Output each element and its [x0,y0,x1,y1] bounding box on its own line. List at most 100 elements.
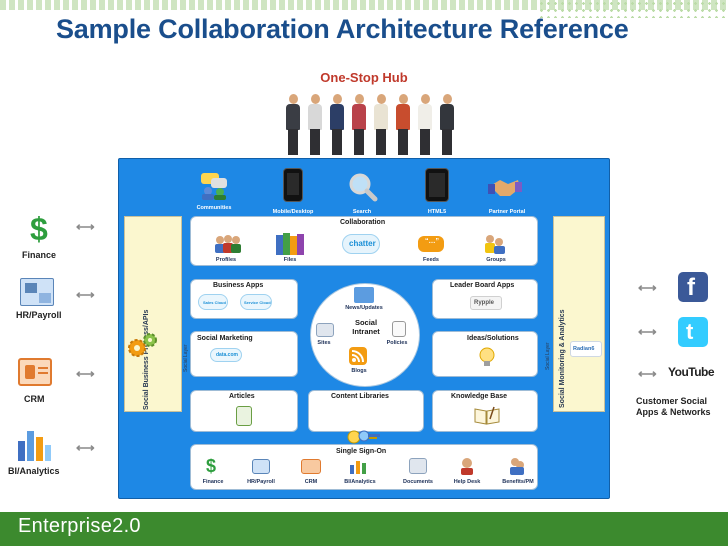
intranet-news-label: News/Updates [345,305,383,311]
twitter-icon: t [678,317,708,347]
intranet-blogs-label: Blogs [351,368,367,374]
intranet-sites-label: Sites [317,340,331,346]
bidirectional-arrow-icon: ⟷ [76,219,95,234]
lightbulb-icon [478,347,496,367]
sso-item-label: Benefits/PM [502,479,534,485]
social-marketing-title: Social Marketing [197,335,253,342]
knowledge-base-title: Knowledge Base [451,393,508,400]
top-item-label: Communities [196,205,232,211]
sso-crm-icon [301,459,321,474]
social-business-process-bar [124,216,182,412]
radian6-logo: Radian6 [570,341,602,357]
leader-board-title: Leader Board Apps [450,282,515,289]
news-icon [354,287,374,303]
collaboration-item-label: Groups [486,257,506,263]
sites-icon [316,323,334,337]
hub-subtitle: One-Stop Hub [320,70,408,85]
sso-item-label: Finance [202,479,224,485]
sso-item-label: BI/Analytics [344,479,376,485]
files-icon [276,233,304,255]
sso-item-label: Documents [403,479,433,485]
keys-icon [346,428,382,446]
facebook-icon: f [678,272,708,302]
sso-item-label: HR/Payroll [247,479,275,485]
intranet-center-label: Social Intranet [352,318,380,336]
groups-icon [483,234,507,254]
ideas-solutions-title: Ideas/Solutions [467,335,519,342]
top-pattern [0,0,728,10]
architecture-panel [118,158,610,499]
communities-icon [198,170,232,200]
sales-cloud-logo: Sales Cloud [198,294,228,310]
left-system-label: Finance [22,250,57,260]
sso-helpdesk-icon [459,457,475,475]
chatter-logo: chatter [342,234,380,254]
sso-hr-icon [252,459,270,474]
right-layer-label: Social Layer [545,342,551,370]
articles-icon [236,406,252,426]
bidirectional-arrow-icon: ⟷ [638,280,657,295]
left-system-label: CRM [24,394,45,404]
sso-documents-icon [409,458,427,474]
youtube-logo-text: YouTube [668,365,715,379]
sso-item-label: CRM [304,479,318,485]
feeds-icon: “…” [418,236,444,252]
gears-icon [125,330,159,362]
collaboration-title: Collaboration [340,219,386,226]
brand-logo: Enterprise2.0 [18,515,141,537]
intranet-policies-label: Policies [386,340,408,346]
service-cloud-text: Service Cloud [244,300,271,305]
left-system-label: BI/Analytics [8,466,60,476]
crm-icon [18,358,52,386]
content-libraries-box [308,390,424,432]
bidirectional-arrow-icon: ⟷ [638,366,657,381]
rypple-logo: Rypple [470,296,502,310]
slide-title: Sample Collaboration Architecture Refere… [56,14,629,44]
html5-device-icon [425,168,449,202]
hr-payroll-icon [20,278,54,306]
service-cloud-logo: Service Cloud [240,294,272,310]
left-layer-label: Social Layer [183,344,189,372]
sso-bi-icon [349,459,367,474]
datacom-logo: data.com [210,348,242,362]
search-icon [348,172,378,202]
bidirectional-arrow-icon: ⟷ [76,287,95,302]
datacom-logo-text: data.com [216,352,238,358]
customer-social-label: Customer Social Apps & Networks [636,396,711,417]
collaboration-item-label: Feeds [423,257,439,263]
footer-bar [0,512,728,546]
finance-dollar-icon: $ [30,211,48,247]
single-sign-on-title: Single Sign-On [336,448,387,455]
sales-cloud-text: Sales Cloud [203,300,226,305]
left-system-label: HR/Payroll [16,310,62,320]
collaboration-item-label: Files [283,257,297,263]
radian6-logo-text: Radian6 [573,346,595,352]
chatter-logo-text: chatter [349,239,376,248]
policies-icon [392,321,406,337]
social-monitoring-bar [553,216,605,412]
rypple-logo-text: Rypple [474,300,495,306]
bidirectional-arrow-icon: ⟷ [76,440,95,455]
top-dot-pattern [538,0,728,18]
sso-item-label: Help Desk [453,479,481,485]
profiles-icon [214,234,242,254]
collaboration-item-label: Profiles [215,257,237,263]
book-icon [474,405,500,425]
social-marketing-box [190,331,298,377]
youtube-logo: YouTube [668,363,715,383]
top-item-label: Partner Portal [488,209,526,215]
business-apps-title: Business Apps [213,282,264,289]
bidirectional-arrow-icon: ⟷ [76,366,95,381]
sso-benefits-icon [509,457,525,475]
bi-analytics-icon [16,427,52,461]
top-item-label: HTML5 [427,209,447,215]
top-item-label: Search [352,209,372,215]
bidirectional-arrow-icon: ⟷ [638,324,657,339]
top-item-label: Mobile/Desktop [272,209,314,215]
mobile-icon [283,168,303,202]
partner-handshake-icon [488,176,522,200]
articles-title: Articles [229,393,255,400]
rss-blogs-icon [349,347,367,365]
content-libraries-title: Content Libraries [331,393,389,400]
